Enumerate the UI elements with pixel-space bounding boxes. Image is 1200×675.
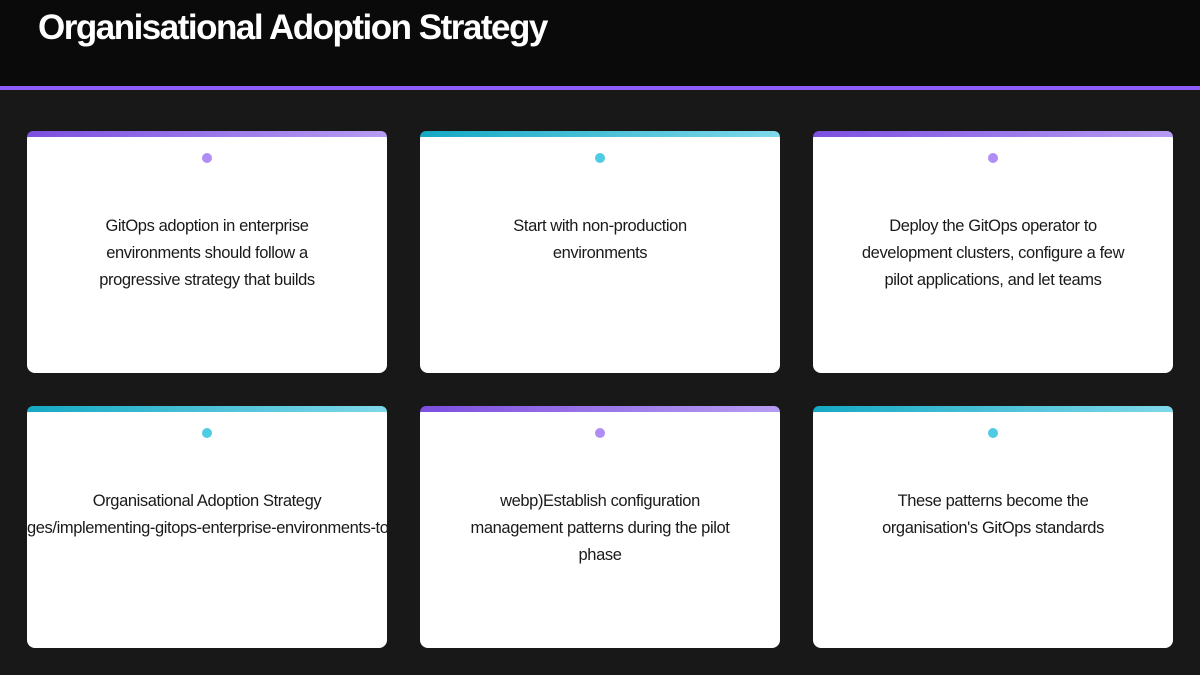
- card-text-line: environments: [420, 240, 780, 267]
- card-text-span: phase: [578, 546, 622, 564]
- card-accent-bar: [813, 406, 1173, 412]
- card-accent-bar: [27, 131, 387, 137]
- content-card: These patterns become the organisation's …: [813, 406, 1173, 648]
- card-accent-bar: [420, 406, 780, 412]
- card-text: webp)Establish configuration management p…: [420, 488, 780, 569]
- card-text: Deploy the GitOps operator to development…: [813, 213, 1173, 294]
- card-text-line: phase: [420, 542, 780, 569]
- content-card: GitOps adoption in enterprise environment…: [27, 131, 387, 373]
- bullet-dot-icon: [988, 428, 998, 438]
- card-text: These patterns become the organisation's …: [813, 488, 1173, 542]
- bullet-dot-icon: [988, 153, 998, 163]
- card-text-line: ges/implementing-gitops-enterprise-envir…: [27, 515, 427, 542]
- card-text-span: Deploy the GitOps operator to: [889, 217, 1097, 235]
- card-text-span: environments: [552, 244, 648, 262]
- card-text-span: Organisational Adoption Strategy: [92, 492, 322, 510]
- bullet-dot-icon: [202, 153, 212, 163]
- card-text-line: progressive strategy that builds: [27, 267, 387, 294]
- card-text-line: development clusters, configure a few: [813, 240, 1173, 267]
- card-accent-bar: [27, 406, 387, 412]
- header-divider: [0, 86, 1200, 90]
- card-text-line: Organisational Adoption Strategy: [27, 488, 387, 515]
- card-text-span: progressive strategy that builds: [99, 271, 315, 289]
- card-accent-bar: [813, 131, 1173, 137]
- content-card: Deploy the GitOps operator to development…: [813, 131, 1173, 373]
- slide-header: Organisational Adoption Strategy: [0, 0, 1200, 86]
- card-text: GitOps adoption in enterprise environment…: [27, 213, 387, 294]
- bullet-dot-icon: [595, 428, 605, 438]
- card-text-span: development clusters, configure a few: [861, 244, 1125, 262]
- card-text-line: management patterns during the pilot: [420, 515, 780, 542]
- bullet-dot-icon: [202, 428, 212, 438]
- card-text: Organisational Adoption Strategy ges/impl…: [27, 488, 427, 542]
- card-text-span: Start with non-production: [513, 217, 687, 235]
- card-text-span: GitOps adoption in enterprise: [105, 217, 309, 235]
- content-card: Start with non-production environments: [420, 131, 780, 373]
- card-text-line: These patterns become the: [813, 488, 1173, 515]
- card-text: Start with non-production environments: [420, 213, 780, 267]
- card-text-span: webp)Establish configuration: [500, 492, 700, 510]
- card-accent-bar: [420, 131, 780, 137]
- card-text-line: Start with non-production: [420, 213, 780, 240]
- card-text-span: management patterns during the pilot: [470, 519, 730, 537]
- card-text-line: GitOps adoption in enterprise: [27, 213, 387, 240]
- content-card: Organisational Adoption Strategy ges/impl…: [27, 406, 427, 648]
- card-text-line: environments should follow a: [27, 240, 387, 267]
- card-text-span: organisation's GitOps standards: [882, 519, 1104, 537]
- card-text-span: environments should follow a: [106, 244, 308, 262]
- card-text-span: pilot applications, and let teams: [884, 271, 1102, 289]
- card-text-line: pilot applications, and let teams: [813, 267, 1173, 294]
- card-text-span: These patterns become the: [897, 492, 1089, 510]
- card-text-line: webp)Establish configuration: [420, 488, 780, 515]
- card-text-line: organisation's GitOps standards: [813, 515, 1173, 542]
- card-text-span: ges/implementing-gitops-enterprise-envir…: [27, 519, 427, 537]
- content-card: webp)Establish configuration management p…: [420, 406, 780, 648]
- card-text-line: Deploy the GitOps operator to: [813, 213, 1173, 240]
- bullet-dot-icon: [595, 153, 605, 163]
- page-title: Organisational Adoption Strategy: [38, 8, 548, 47]
